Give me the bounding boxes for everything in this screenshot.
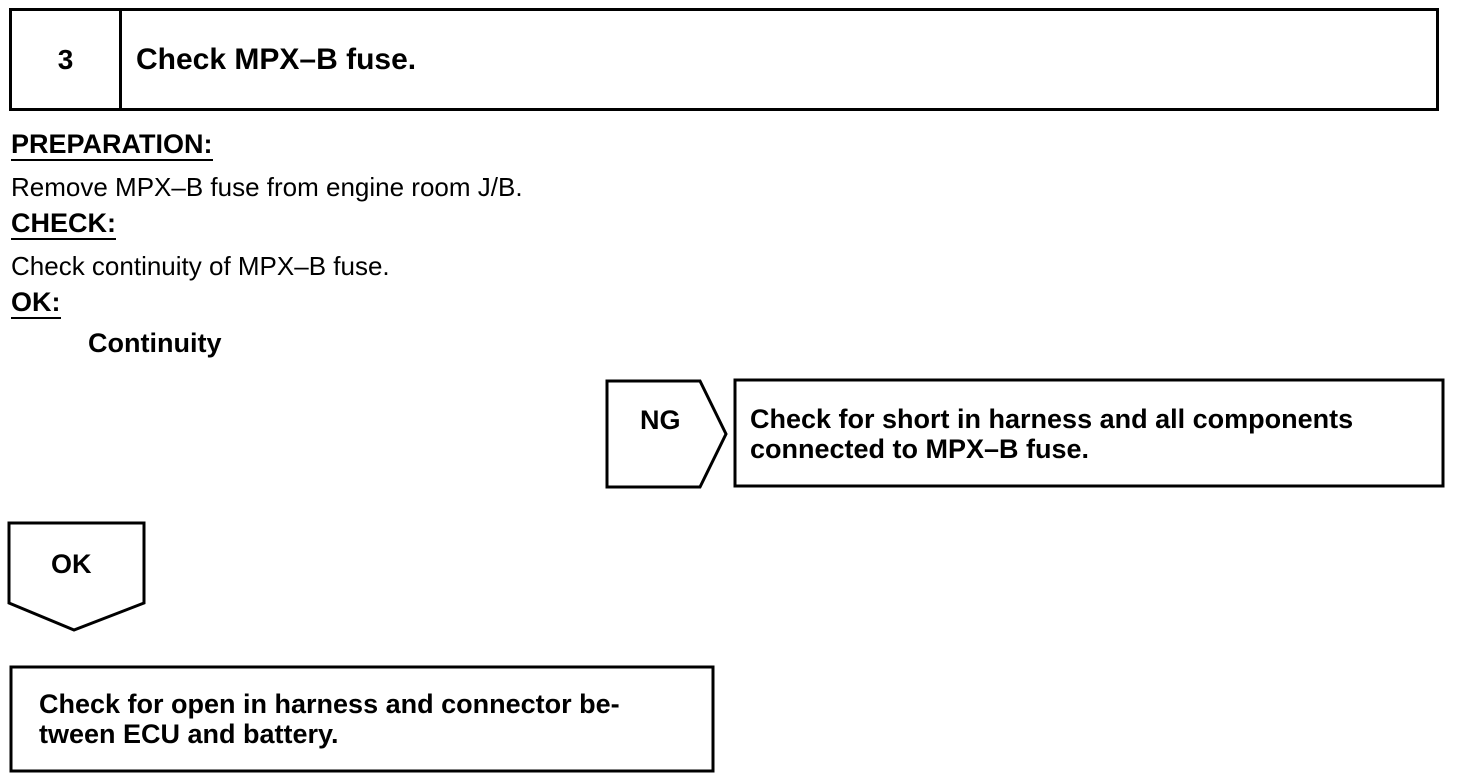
preparation-text: Remove MPX–B fuse from engine room J/B.: [11, 172, 523, 202]
ok-result-line-2: tween ECU and battery.: [39, 719, 339, 749]
ng-arrow-shape: [605, 379, 728, 489]
check-text: Check continuity of MPX–B fuse.: [11, 251, 390, 281]
ok-arrow-shape: [7, 521, 146, 632]
ng-result-text: Check for short in harness and all compo…: [750, 404, 1353, 464]
ng-result-frame: [733, 378, 1445, 488]
ok-heading-label: OK:: [11, 287, 61, 319]
ok-spec-value: Continuity: [88, 328, 222, 358]
ng-label: NG: [640, 405, 681, 435]
ng-result-line-1: Check for short in harness and all compo…: [750, 404, 1354, 434]
step-title: Check MPX–B fuse.: [136, 42, 417, 76]
preparation-heading: PREPARATION:: [11, 128, 213, 161]
preparation-heading-label: PREPARATION:: [11, 129, 213, 161]
ok-label: OK: [51, 549, 92, 579]
step-header: 3 Check MPX–B fuse.: [9, 8, 1439, 111]
step-number: 3: [12, 11, 122, 108]
ok-result-line-1: Check for open in harness and connector …: [39, 689, 620, 719]
ok-heading: OK:: [11, 286, 61, 319]
ok-result-frame: [9, 665, 715, 773]
ng-result-line-2: connected to MPX–B fuse.: [750, 434, 1090, 464]
ok-result-text: Check for open in harness and connector …: [39, 689, 620, 749]
check-heading: CHECK:: [11, 207, 116, 240]
check-heading-label: CHECK:: [11, 208, 116, 240]
